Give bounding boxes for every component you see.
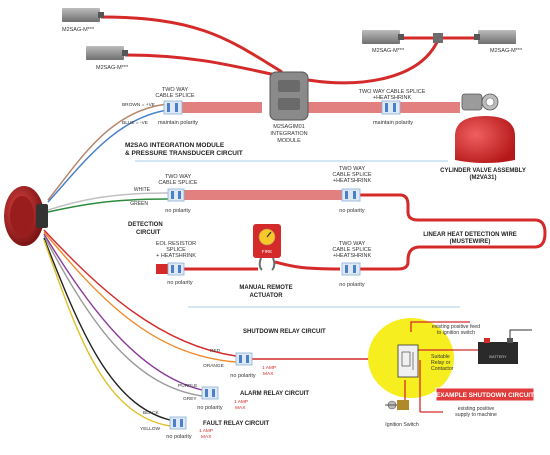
- module-label: INTEGRATION: [270, 131, 307, 137]
- amp-label: 1 AMP: [199, 428, 213, 434]
- splice-label: CABLE SPLICE: [155, 93, 194, 99]
- sensor-label: M2SAG-M***: [372, 48, 405, 54]
- splice-label: TWO WAY CABLE SPLICE: [359, 89, 426, 95]
- example-shutdown-circuit: Suitable Relay or Contactor existing pos…: [368, 318, 535, 428]
- polarity-label: maintain polarity: [158, 120, 198, 126]
- polarity-label: no polarity: [166, 434, 192, 440]
- section-title-detection: CIRCUIT: [136, 230, 161, 236]
- example-title: EXAMPLE SHUTDOWN CIRCUIT: [436, 392, 534, 399]
- brown-wire-label: BROWN = +VE: [122, 102, 155, 108]
- actuator-label: ACTUATOR: [249, 293, 283, 299]
- amp-label: MAX: [235, 405, 246, 411]
- splice-label: +HEATSHRINK: [373, 95, 412, 101]
- sensor-top-left-2: M2SAG-M***: [86, 46, 129, 71]
- relay-wires: [43, 229, 395, 427]
- relay-splice-shutdown: [235, 352, 253, 366]
- relay-label: Contactor: [431, 366, 454, 372]
- polarity-label: maintain polarity: [373, 120, 413, 126]
- sensor-top-right-2: M2SAG-M***: [474, 30, 523, 54]
- splice-label: TWO WAY: [162, 87, 189, 93]
- splice-label: TWO WAY: [165, 174, 192, 180]
- cable-splice-integration: [163, 100, 183, 115]
- integration-module: M2SAGIM01 INTEGRATION MODULE: [269, 71, 309, 144]
- relay-label: Suitable: [431, 354, 450, 360]
- eol-label: + HEATSHRINK: [156, 253, 196, 259]
- eol-resistor: [156, 262, 185, 276]
- cylinder-label: (M2VA31): [470, 175, 497, 181]
- sensor-top-right-1: M2SAG-M***: [362, 30, 405, 54]
- yellow-wire-label: YELLOW: [140, 426, 160, 432]
- splice-label: TWO WAY: [339, 166, 366, 172]
- supply-label: supply to machine: [455, 412, 497, 418]
- detection-wires: [47, 190, 547, 271]
- cable-splice-detection: [167, 188, 185, 202]
- heat-wire-label: (MUSTEWIRE): [450, 239, 491, 245]
- polarity-label: no polarity: [197, 405, 223, 411]
- splice-label: CABLE SPLICE: [158, 180, 197, 186]
- cylinder-valve-assembly: CYLINDER VALVE ASSEMBLY (M2VA31): [440, 93, 526, 181]
- ignition-label: Ignition Switch: [385, 422, 419, 428]
- amp-label: 1 AMP: [262, 365, 276, 371]
- grey-wire-label: GREY: [183, 396, 197, 402]
- splice-label: CABLE SPLICE: [332, 247, 371, 253]
- splice-label: TWO WAY: [339, 241, 366, 247]
- white-wire-label: WHITE: [134, 187, 151, 193]
- alarm-relay-title: ALARM RELAY CIRCUIT: [240, 391, 309, 397]
- fault-relay-title: FAULT RELAY CIRCUIT: [203, 421, 270, 427]
- purple-wire-label: PURPLE: [178, 383, 197, 389]
- ignition-switch-icon: [385, 400, 409, 410]
- sensor-label: M2SAG-M***: [96, 65, 129, 71]
- splice-label: +HEATSHRINK: [333, 178, 372, 184]
- eol-label: SPLICE: [166, 247, 186, 253]
- actuator-label: MANUAL REMOTE: [239, 285, 292, 291]
- green-wire-label: GREEN: [130, 201, 148, 207]
- black-wire-label: BLACK: [143, 410, 160, 416]
- integration-wires: [47, 102, 460, 203]
- section-title-integration: & PRESSURE TRANSDUCER CIRCUIT: [125, 150, 243, 157]
- module-label: MODULE: [277, 138, 301, 144]
- red-wire-label: RED: [210, 348, 221, 354]
- amp-label: 1 AMP: [234, 399, 248, 405]
- supply-label: existing positive: [458, 406, 495, 412]
- relay-splice-alarm: [201, 386, 219, 400]
- blue-wire-label: BLUE = -VE: [122, 120, 148, 126]
- cable-splice-heatshrink-integration: [381, 100, 401, 115]
- fire-label: FIRE: [262, 249, 272, 254]
- cable-splice-heatshrink-actuator: [341, 262, 361, 276]
- eol-label: EOL RESISTOR: [156, 241, 196, 247]
- sensor-label: M2SAG-M***: [62, 27, 95, 33]
- section-title-detection: DETECTION: [128, 222, 163, 228]
- feed-label: to ignition switch: [437, 330, 475, 336]
- battery-icon: BATTERY: [478, 329, 532, 364]
- polarity-label: no polarity: [165, 208, 191, 214]
- manual-remote-actuator: FIRE: [253, 224, 281, 271]
- battery-label: BATTERY: [489, 355, 507, 359]
- cable-splice-heatshrink-detection: [341, 188, 361, 202]
- splice-label: CABLE SPLICE: [332, 172, 371, 178]
- sensor-label: M2SAG-M***: [490, 48, 523, 54]
- orange-wire-label: ORANGE: [203, 363, 224, 369]
- polarity-label: no polarity: [167, 280, 193, 286]
- polarity-label: no polarity: [339, 282, 365, 288]
- amp-label: MAX: [201, 434, 212, 440]
- cylinder-label: CYLINDER VALVE ASSEMBLY: [440, 168, 526, 174]
- relay-label: Relay or: [431, 360, 451, 366]
- heat-wire-label: LINEAR HEAT DETECTION WIRE: [423, 232, 517, 238]
- t-connector: [433, 33, 443, 43]
- shutdown-relay-title: SHUTDOWN RELAY CIRCUIT: [243, 329, 326, 335]
- sensor-top-left-1: M2SAG-M***: [62, 8, 104, 33]
- feed-label: existing positive feed: [432, 324, 480, 330]
- module-label: M2SAGIM01: [273, 124, 304, 130]
- amp-label: MAX: [263, 371, 274, 377]
- section-title-integration: M2SAG INTEGRATION MODULE: [125, 142, 225, 149]
- splice-label: +HEATSHRINK: [333, 253, 372, 259]
- control-unit: [4, 186, 48, 246]
- polarity-label: no polarity: [230, 373, 256, 379]
- relay-splice-fault: [169, 416, 187, 430]
- polarity-label: no polarity: [339, 208, 365, 214]
